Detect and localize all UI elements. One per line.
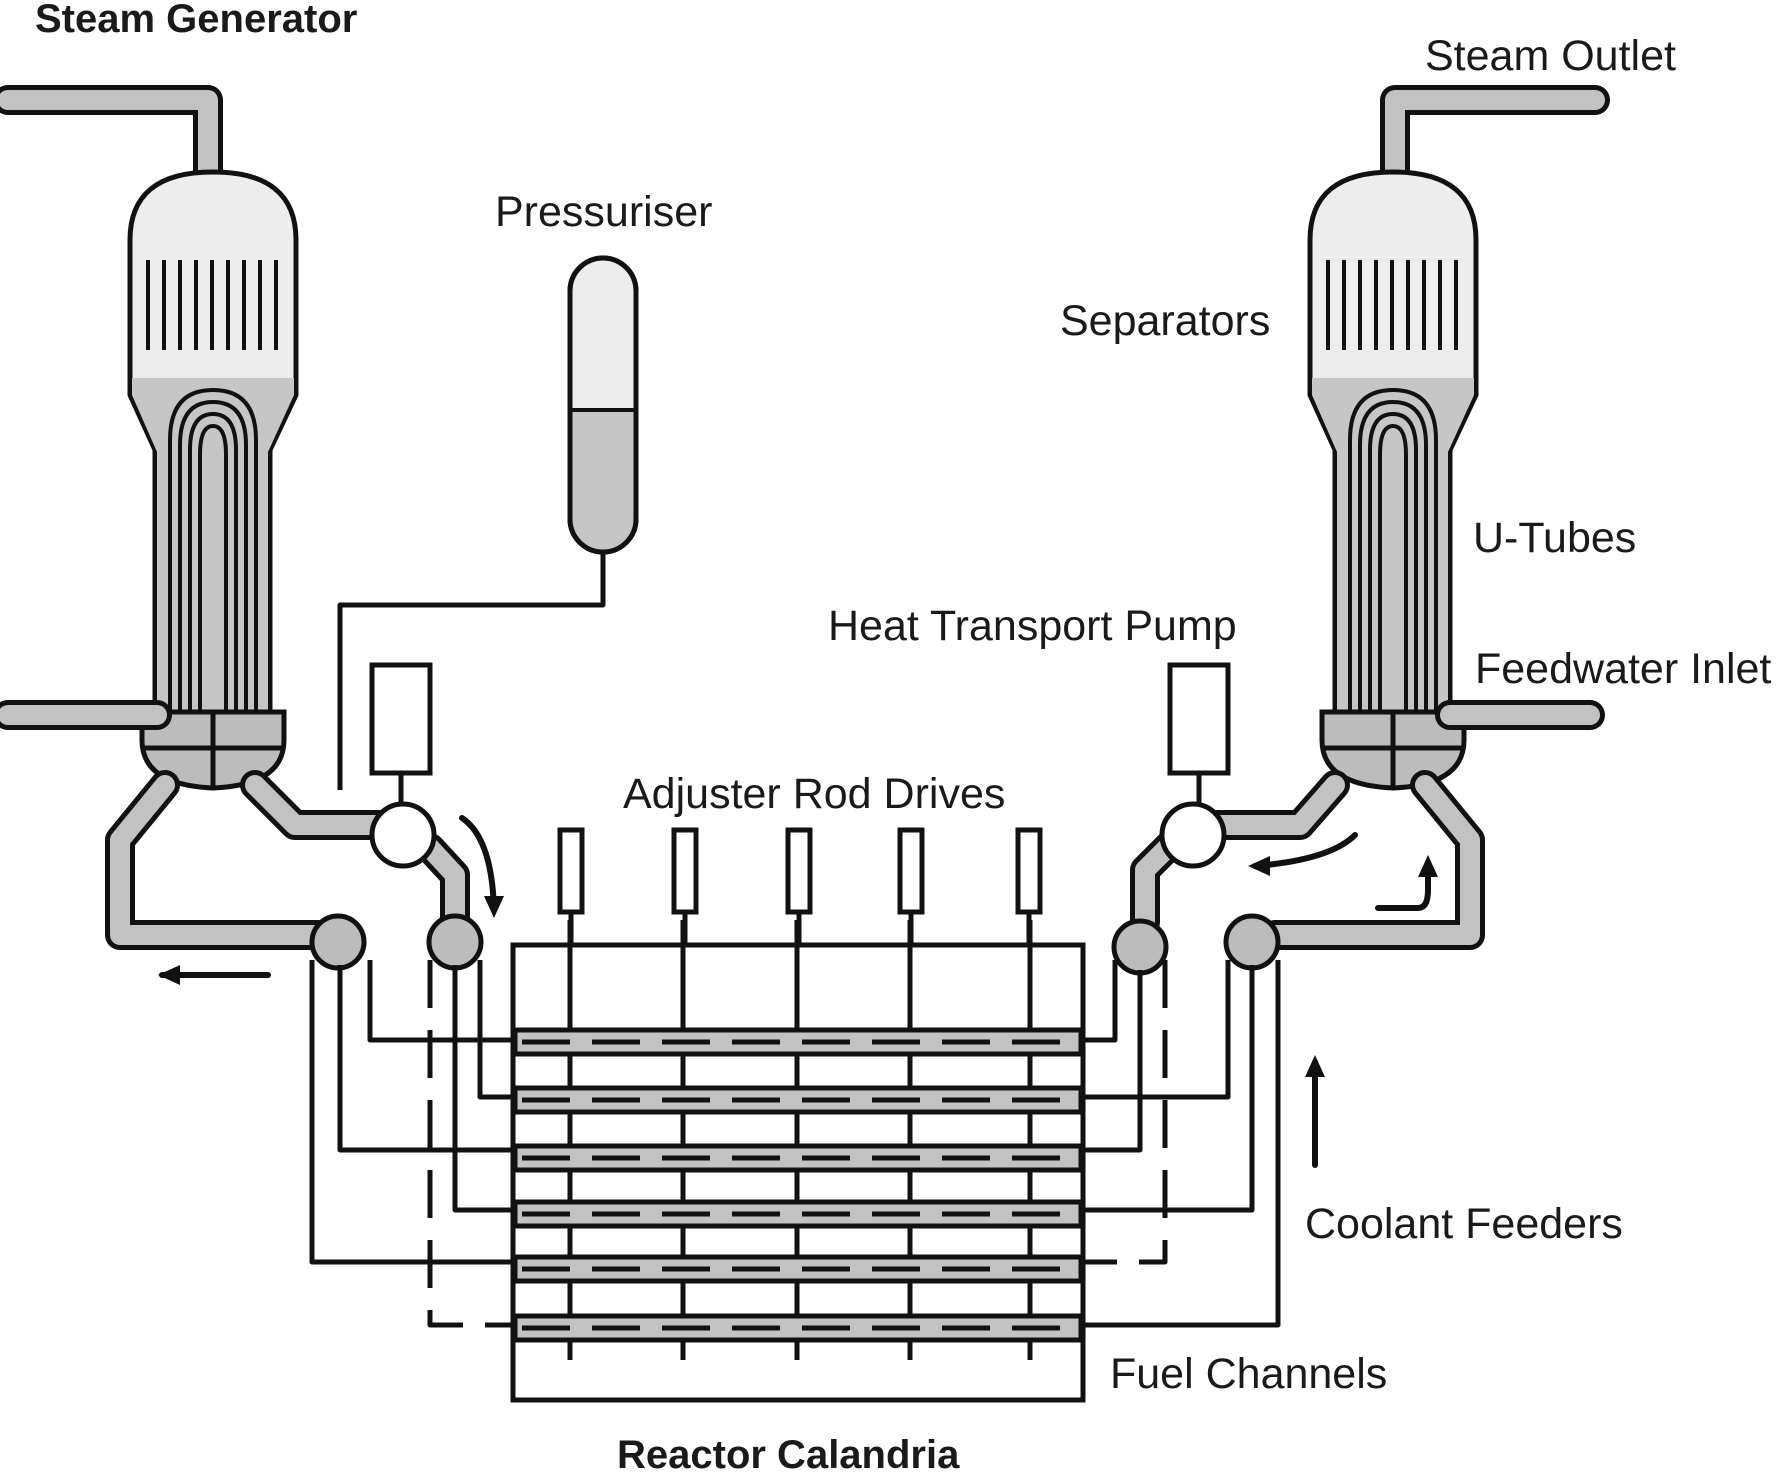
- u-tubes-label: U-Tubes: [1473, 514, 1636, 562]
- coolant-feeders-label: Coolant Feeders: [1305, 1200, 1623, 1248]
- header-left-outlet: [309, 913, 367, 971]
- pressuriser-vessel: [337, 255, 639, 790]
- header-right-outlet: [1223, 913, 1281, 971]
- pressuriser-label: Pressuriser: [495, 188, 712, 236]
- fuel-channel-row: [512, 1199, 1084, 1229]
- steam-outlet-label: Steam Outlet: [1425, 32, 1676, 80]
- adjuster-rod-drives-label: Adjuster Rod Drives: [623, 770, 1005, 818]
- steam-generator-label: Steam Generator: [35, 0, 357, 41]
- primary-loop-right: [1130, 770, 1485, 950]
- steam-outlet-pipe-left: [0, 85, 223, 190]
- steam-generator-right: [1307, 85, 1610, 791]
- flow-arrows: [158, 815, 1438, 1168]
- primary-loop-left: [105, 770, 470, 950]
- heat-transport-pump-left: [369, 662, 437, 869]
- coolant-feeders-left: [309, 960, 513, 1328]
- fuel-channel-row: [512, 1313, 1084, 1343]
- fuel-channels-label: Fuel Channels: [1110, 1350, 1387, 1398]
- feedwater-inlet-label: Feedwater Inlet: [1475, 645, 1771, 693]
- fuel-channel-row: [512, 1254, 1084, 1284]
- pressuriser-surge-line: [337, 552, 606, 790]
- steam-generator-left: [0, 85, 299, 791]
- u-tubes-left: [168, 387, 258, 712]
- separators-left: [146, 260, 278, 350]
- header-right-inlet: [1111, 918, 1169, 976]
- steam-outlet-pipe: [1380, 85, 1610, 190]
- heat-transport-pump: [1159, 662, 1231, 869]
- fuel-channel-row: [512, 1027, 1084, 1057]
- header-left-inlet: [426, 913, 484, 971]
- separators: [1326, 260, 1458, 350]
- fuel-channels: [512, 1027, 1084, 1343]
- separators-label: Separators: [1060, 297, 1270, 345]
- fuel-channel-row: [512, 1143, 1084, 1173]
- fuel-channel-row: [512, 1085, 1084, 1115]
- adjuster-rod-drives: [557, 827, 1043, 945]
- coolant-feeders-right: [1083, 960, 1281, 1328]
- reactor-calandria-label: Reactor Calandria: [617, 1433, 960, 1474]
- heat-transport-pump-label: Heat Transport Pump: [828, 602, 1237, 650]
- u-tubes: [1348, 387, 1438, 712]
